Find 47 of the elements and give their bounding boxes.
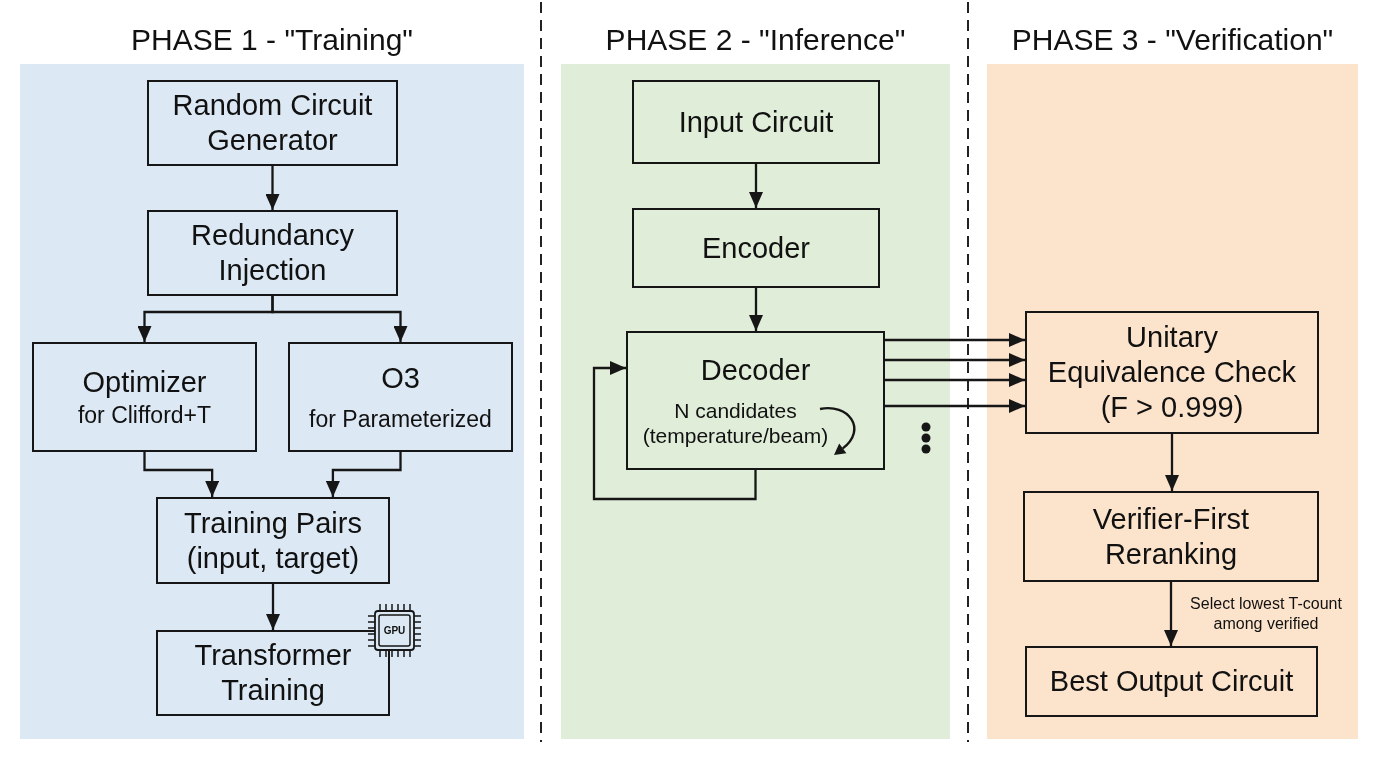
process-box [1025, 311, 1319, 434]
process-box [147, 80, 398, 166]
box-detail: for Parameterized [309, 405, 492, 434]
arrow [143, 452, 220, 497]
gpu-chip [367, 603, 422, 658]
arrow [271, 296, 408, 342]
process-box [147, 210, 398, 296]
phase-title: PHASE 3 - "Verification" [1011, 22, 1334, 58]
arrow [749, 164, 763, 208]
process-box [632, 80, 880, 164]
box-title: O3 [381, 360, 420, 396]
arrow [885, 373, 1025, 387]
chip-label: GPU [383, 625, 406, 636]
box-title: Unitary Equivalence Check [1046, 320, 1298, 390]
process-box [626, 331, 885, 470]
box-title: Training Pairs (input, target) [183, 505, 363, 576]
phase-title: PHASE 2 - "Inference" [605, 22, 906, 58]
phase-title: PHASE 1 - "Training" [131, 22, 413, 58]
arrow [749, 288, 763, 331]
arrow [325, 452, 402, 497]
arrow [592, 361, 757, 501]
arrow [265, 166, 280, 210]
box-title: Redundancy Injection [190, 218, 355, 288]
arrow [885, 353, 1025, 367]
arrow [1165, 434, 1179, 491]
arrow [885, 399, 1025, 413]
box-title: Encoder [702, 230, 810, 266]
box-detail: for Clifford+T [77, 401, 212, 430]
process-box [288, 342, 513, 452]
box-title: Random Circuit Generator [171, 88, 374, 158]
box-title: Transformer Training [193, 638, 353, 708]
box-title: Best Output Circuit [1049, 664, 1294, 699]
process-box [32, 342, 257, 452]
arrow [266, 584, 280, 630]
process-box [1023, 491, 1319, 582]
process-box [632, 208, 880, 288]
box-detail: N candidates (temperature/beam) [641, 397, 830, 449]
edge-label: Select lowest T-count among verified [1189, 594, 1343, 634]
arrow [885, 333, 1025, 347]
box-title: Verifier-First Reranking [1091, 501, 1251, 572]
process-box [1025, 646, 1318, 717]
box-title: Decoder [700, 352, 811, 388]
box-title: Optimizer [82, 364, 207, 400]
box-title: Input Circuit [678, 104, 834, 140]
box-detail: (F > 0.999) [1100, 389, 1244, 425]
arrow [1164, 582, 1178, 646]
process-box [156, 497, 390, 584]
